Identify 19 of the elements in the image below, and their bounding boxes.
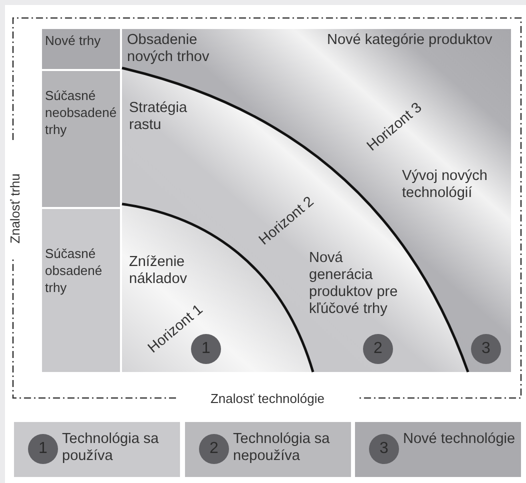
zone-label: Stratégia rastu (129, 100, 188, 134)
legend-panel (185, 422, 351, 477)
row-header: Súčasné obsadené trhy (42, 209, 120, 372)
row-header: Nové trhy (42, 29, 120, 69)
zone-label: Nové kategórie produktov (327, 32, 494, 49)
legend-panel (14, 422, 180, 477)
number-badge: 3 (369, 434, 399, 464)
row-header: Súčasné neobsadené trhy (42, 71, 120, 207)
legend-text: Technológia sa používa (62, 431, 160, 465)
legend-text: Nové technológie (403, 431, 516, 448)
zone-label: Zníženie nákladov (129, 254, 188, 288)
number-badge: 2 (199, 434, 229, 464)
axis-label: Znalosť technológie (209, 390, 326, 407)
zone-label: Obsadenie nových trhov (127, 32, 210, 66)
zone-label: Vývoj nových technológií (402, 168, 488, 202)
number-badge: 1 (28, 434, 58, 464)
legend-panel (355, 422, 521, 477)
legend-text: Technológia sa nepoužíva (233, 431, 331, 465)
zone-label: Nová generácia produktov pre kľúčové trhy (309, 250, 399, 318)
